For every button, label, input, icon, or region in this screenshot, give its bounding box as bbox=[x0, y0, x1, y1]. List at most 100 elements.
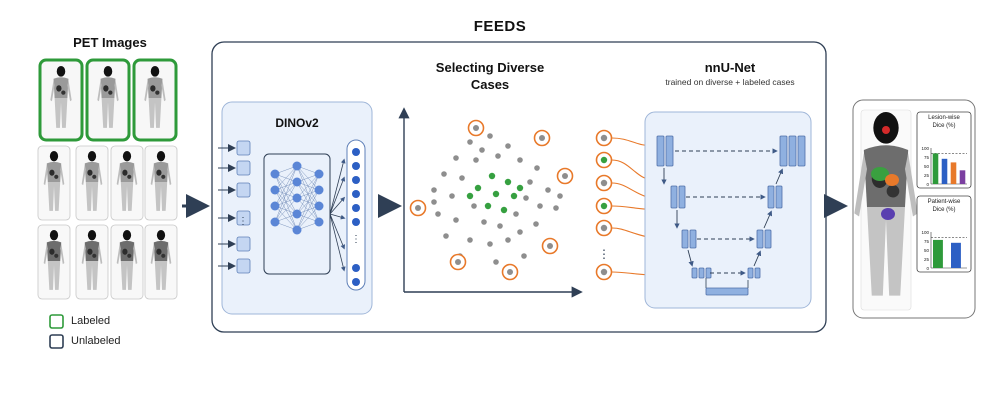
segmented-spleen bbox=[885, 174, 899, 186]
pet-arm bbox=[133, 164, 138, 186]
pet-legs bbox=[154, 182, 168, 211]
chart-tick-label: 25 bbox=[924, 173, 930, 178]
feature-point bbox=[435, 211, 441, 217]
pet-legs bbox=[120, 182, 134, 211]
labeled-pet-body bbox=[50, 66, 72, 128]
unlabeled-pet-body bbox=[150, 230, 172, 290]
labeled-feature-point bbox=[504, 178, 512, 186]
feature-point bbox=[505, 143, 511, 149]
net-edge bbox=[274, 181, 298, 223]
decoder-block-3 bbox=[756, 229, 764, 249]
net-edge bbox=[296, 205, 320, 231]
pet-organ bbox=[156, 248, 162, 255]
pet-image-grid bbox=[37, 58, 178, 300]
chart-tick-label: 75 bbox=[924, 239, 930, 244]
output-arrow bbox=[329, 176, 346, 215]
upsample-arrow bbox=[775, 168, 784, 185]
encoder-block-4 bbox=[691, 267, 698, 279]
embedding-column bbox=[346, 139, 366, 291]
pet-arm bbox=[97, 79, 102, 102]
embedding-node bbox=[352, 218, 360, 226]
pet-arm bbox=[60, 164, 65, 186]
feature-point bbox=[443, 233, 449, 239]
labeled-pet-body bbox=[97, 66, 119, 128]
pet-arm bbox=[144, 79, 149, 102]
decoder-block-2 bbox=[767, 185, 775, 209]
pet-arm bbox=[161, 79, 166, 102]
lesion-chart-frame bbox=[916, 111, 972, 189]
patient-chart-title-line1: Patient-wise bbox=[927, 199, 961, 205]
segmented-bladder bbox=[881, 208, 895, 220]
pet-heading: PET Images bbox=[73, 35, 147, 50]
encoder-block-3 bbox=[681, 229, 689, 249]
decoder-block-1 bbox=[779, 135, 788, 167]
pet-organ bbox=[92, 253, 97, 258]
chart-tick-label: 100 bbox=[921, 146, 929, 151]
net-node bbox=[270, 185, 280, 195]
pet-head bbox=[87, 151, 97, 162]
dinov2-panel bbox=[221, 101, 373, 315]
feature-point bbox=[441, 171, 447, 177]
pet-head bbox=[150, 66, 160, 77]
feeds-frame bbox=[211, 41, 827, 333]
pet-legs bbox=[148, 98, 162, 128]
pet-arm bbox=[60, 243, 65, 265]
chart-bar bbox=[941, 158, 948, 184]
pet-legs bbox=[867, 207, 905, 296]
encoder-block-1 bbox=[656, 135, 665, 167]
chart-tick-label: 0 bbox=[926, 182, 929, 187]
net-node bbox=[292, 193, 302, 203]
net-node bbox=[314, 201, 324, 211]
pet-arm bbox=[133, 243, 138, 265]
pet-organ bbox=[87, 169, 93, 176]
selected-case-point bbox=[600, 268, 608, 276]
output-arrow bbox=[329, 213, 346, 220]
pet-arm bbox=[67, 79, 72, 102]
bottleneck-link bbox=[705, 278, 749, 288]
selection-heading-line2: Cases bbox=[470, 77, 510, 92]
feature-point bbox=[517, 229, 523, 235]
pet-organ bbox=[61, 90, 66, 95]
pet-organ bbox=[886, 184, 900, 198]
pet-organ bbox=[103, 85, 109, 92]
selected-feature-point bbox=[455, 259, 461, 265]
pet-organ bbox=[49, 248, 55, 255]
net-edge bbox=[296, 173, 320, 215]
pet-arm bbox=[98, 164, 103, 186]
pet-organ bbox=[161, 253, 166, 258]
feature-scatter bbox=[409, 119, 574, 281]
feature-point bbox=[459, 175, 465, 181]
pet-arm bbox=[43, 164, 48, 186]
pet-arm bbox=[114, 79, 119, 102]
feature-point bbox=[487, 241, 493, 247]
feature-point bbox=[497, 223, 503, 229]
pet-arm bbox=[150, 243, 155, 265]
decoder-block-3 bbox=[764, 229, 772, 249]
embedding-node bbox=[352, 148, 360, 156]
encoder-block-2 bbox=[670, 185, 678, 209]
feature-point bbox=[537, 203, 543, 209]
decoder-block-2 bbox=[775, 185, 783, 209]
pet-arm bbox=[116, 243, 121, 265]
labeled-pet-body bbox=[144, 66, 166, 128]
feature-point bbox=[487, 133, 493, 139]
feature-point bbox=[533, 221, 539, 227]
pet-organ bbox=[127, 174, 132, 179]
chart-bar bbox=[959, 170, 966, 184]
bottleneck-block bbox=[705, 287, 749, 296]
chart-tick-label: 75 bbox=[924, 155, 930, 160]
labeled-feature-point bbox=[488, 172, 496, 180]
pet-legs bbox=[47, 261, 61, 290]
unlabeled-pet-body bbox=[116, 151, 138, 211]
input-patch bbox=[236, 160, 251, 176]
net-node bbox=[314, 217, 324, 227]
embedding-node bbox=[352, 190, 360, 198]
selection-heading-line1: Selecting Diverse bbox=[435, 60, 545, 75]
net-node bbox=[292, 161, 302, 171]
net-edge bbox=[274, 165, 298, 207]
chart-tick-label: 0 bbox=[926, 266, 929, 271]
input-patch bbox=[236, 182, 251, 198]
output-arrow bbox=[329, 196, 346, 215]
